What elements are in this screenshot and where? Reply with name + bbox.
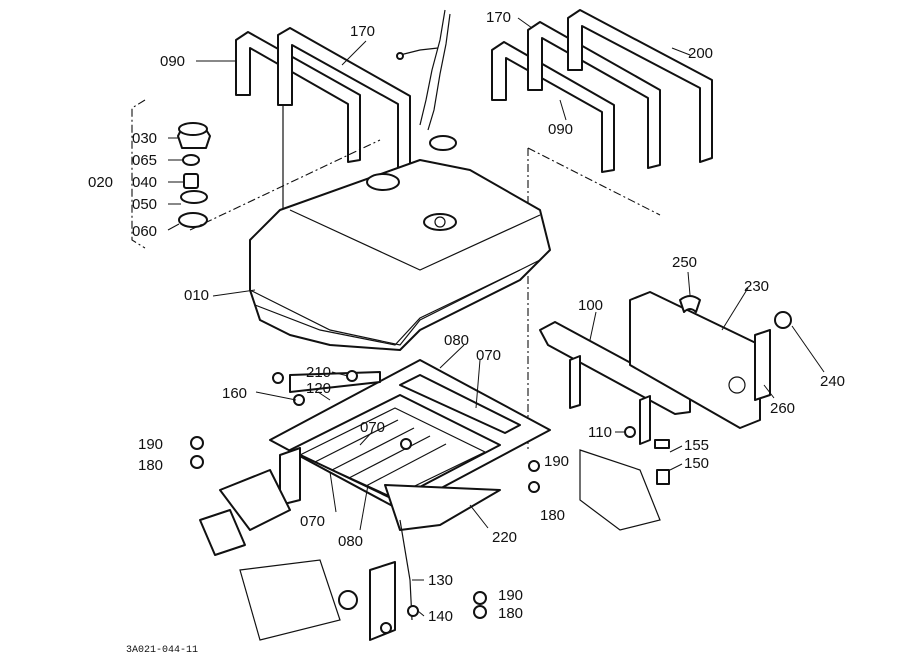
callout-070-lower: 070: [300, 513, 325, 530]
callout-070-upper: 070: [476, 347, 501, 364]
callout-060: 060: [132, 223, 157, 240]
callout-130: 130: [428, 572, 453, 589]
callout-050: 050: [132, 196, 157, 213]
callout-100: 100: [578, 297, 603, 314]
callout-040: 040: [132, 174, 157, 191]
callout-180-left: 180: [138, 457, 163, 474]
tank-floor-plate-assembly: [269, 359, 551, 531]
drawing-code: 3A021-044-11: [126, 645, 198, 656]
callout-180-bottom: 180: [498, 605, 523, 622]
callout-190-bottom: 190: [498, 587, 523, 604]
lower-frame-hardware: [190, 426, 636, 641]
callout-170-left: 170: [350, 23, 375, 40]
callout-010: 010: [184, 287, 209, 304]
callout-080-lower: 080: [338, 533, 363, 550]
callout-230: 230: [744, 278, 769, 295]
tank-support-brackets: [539, 291, 792, 531]
callout-140: 140: [428, 608, 453, 625]
filler-cap-assembly: [131, 99, 381, 249]
callout-110: 110: [588, 424, 612, 441]
callout-200: 200: [688, 45, 713, 62]
callout-080-upper: 080: [444, 332, 469, 349]
callout-160: 160: [222, 385, 247, 402]
callout-170-right: 170: [486, 9, 511, 26]
callout-065: 065: [132, 152, 157, 169]
callout-260: 260: [770, 400, 795, 417]
callout-020: 020: [88, 174, 113, 191]
callout-155: 155: [684, 437, 709, 454]
fuel-sender-wiring: [396, 9, 457, 151]
callout-120: 120: [306, 380, 331, 397]
fuel-tank-body: [249, 159, 551, 351]
callout-180-center: 180: [540, 507, 565, 524]
callout-090-right: 090: [548, 121, 573, 138]
callout-150: 150: [684, 455, 709, 472]
callout-220: 220: [492, 529, 517, 546]
callout-250: 250: [672, 254, 697, 271]
tank-strap-right: [491, 9, 713, 450]
leader-lines: [167, 17, 825, 617]
callout-240: 240: [820, 373, 845, 390]
callout-030: 030: [132, 130, 157, 147]
callout-190-center: 190: [544, 453, 569, 470]
callout-210: 210: [306, 364, 331, 381]
callout-090-left: 090: [160, 53, 185, 70]
callout-070-center: 070: [360, 419, 385, 436]
callout-190-left: 190: [138, 436, 163, 453]
callout-labels: 090 170 170 200 090 030 065 020 040 050 …: [88, 9, 845, 625]
